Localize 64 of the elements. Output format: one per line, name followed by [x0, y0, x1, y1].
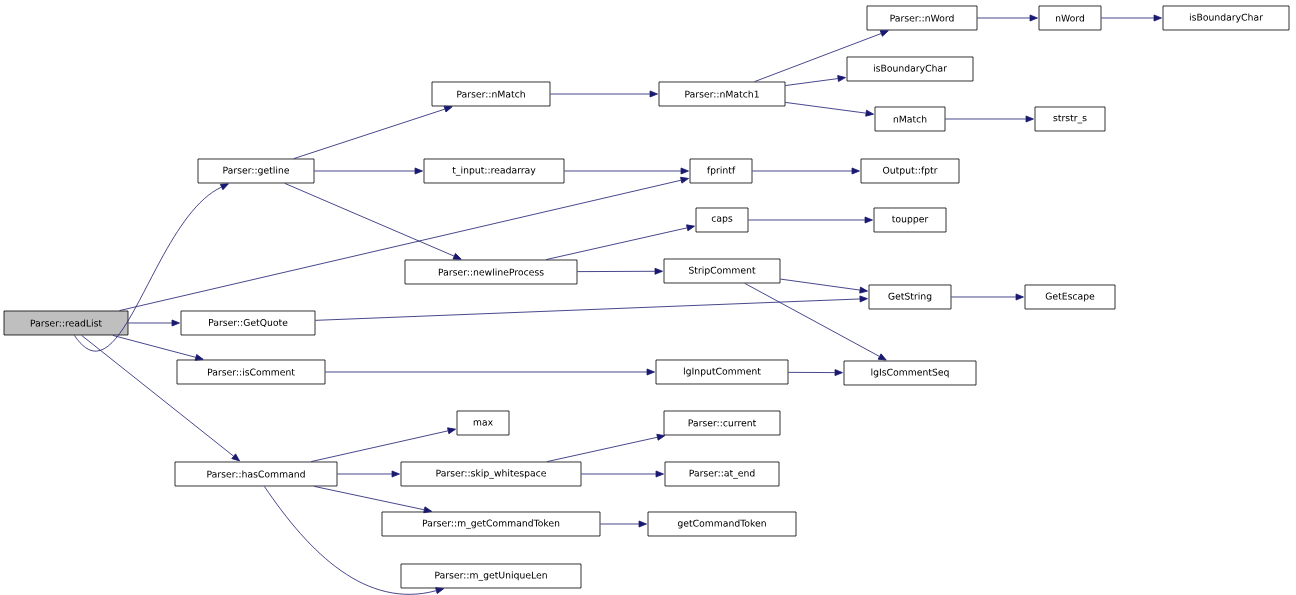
arrow [112, 335, 204, 361]
arrow [325, 368, 655, 376]
arrow [73, 183, 229, 352]
function-box: lgInputComment [655, 359, 789, 385]
arrow [545, 224, 695, 260]
function-box: max [456, 410, 510, 436]
arrow [313, 486, 433, 514]
function-box: Parser::hasCommand [174, 461, 338, 487]
arrow [310, 427, 456, 462]
function-box: lgIsCommentSeq [843, 360, 977, 386]
arrow [293, 105, 453, 159]
arrow [785, 75, 846, 86]
arrow [337, 470, 400, 478]
arrow [314, 167, 423, 175]
function-box: t_input::readarray [423, 158, 565, 184]
function-box: StripComment [663, 258, 781, 284]
function-box: nWord [1038, 5, 1102, 31]
arrow [752, 167, 860, 175]
function-box: isBoundaryChar [1162, 5, 1290, 31]
function-box: Parser::nMatch1 [658, 81, 786, 107]
arrow [577, 267, 663, 275]
arrow [951, 293, 1024, 301]
function-box: GetEscape [1024, 284, 1116, 310]
arrow [785, 102, 874, 117]
function-box: Parser::m_getUniqueLen [400, 563, 582, 589]
function-box: Parser::at_end [664, 461, 780, 487]
function-box: Parser::m_getCommandToken [381, 511, 601, 537]
function-box: Parser::GetQuote [180, 310, 316, 336]
arrow [128, 319, 180, 327]
arrow [81, 335, 240, 462]
function-box: Output::fptr [860, 158, 960, 184]
arrow [119, 176, 689, 311]
function-box: strstr_s [1034, 106, 1106, 132]
function-box: Parser::newlineProcess [404, 259, 578, 285]
function-box: toupper [873, 207, 947, 233]
arrow [788, 369, 843, 376]
arrow [315, 295, 868, 321]
arrow [564, 167, 689, 175]
function-box: Parser::isComment [176, 359, 326, 385]
arrow [263, 486, 445, 595]
arrow [945, 115, 1034, 123]
function-box: getCommandToken [647, 511, 797, 537]
highlighted-function-box: Parser::readList [3, 310, 129, 336]
arrow [748, 216, 873, 224]
arrow [977, 14, 1038, 22]
function-box: Parser::current [663, 410, 781, 436]
function-box: Parser::getline [197, 158, 315, 184]
arrow [284, 183, 462, 260]
function-box: Parser::nMatch [431, 81, 551, 107]
function-box: caps [695, 207, 749, 233]
function-box: Parser::skip_whitespace [400, 461, 582, 487]
function-box: Parser::nWord [866, 5, 978, 31]
arrow [546, 433, 666, 462]
arrow [780, 278, 868, 294]
function-box: fprintf [689, 158, 753, 184]
arrow [744, 283, 887, 361]
arrow [600, 520, 647, 528]
arrow [754, 30, 889, 82]
arrow [1101, 14, 1162, 22]
function-box: isBoundaryChar [846, 56, 974, 82]
arrow [550, 90, 658, 98]
function-box: nMatch [874, 106, 946, 132]
function-box: GetString [868, 284, 952, 310]
arrow [581, 470, 664, 478]
